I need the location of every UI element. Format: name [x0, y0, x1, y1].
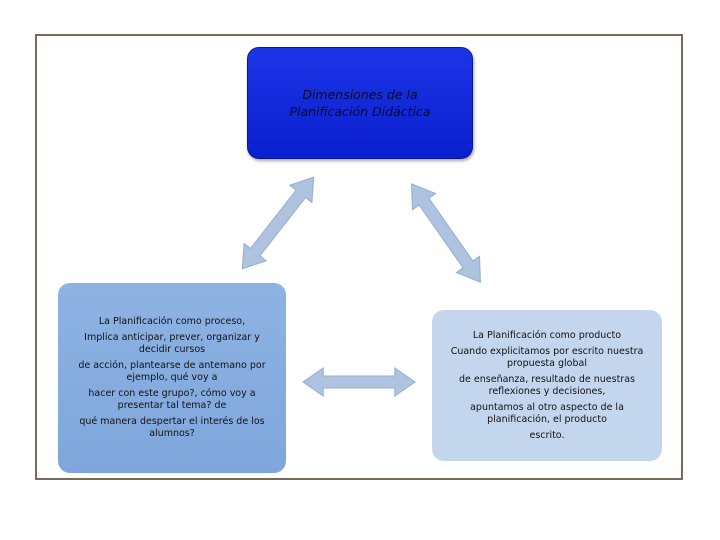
process-line-1: La Planificación como proceso, — [98, 316, 246, 327]
process-line-3: de acción, plantearse de antemano por ej… — [78, 360, 266, 383]
product-line-5: escrito. — [529, 429, 565, 441]
process-line-4: hacer con este grupo?, cómo voy a presen… — [88, 388, 256, 411]
double-arrow-right — [399, 175, 493, 291]
process-line-2: Implica anticipar, prever, organizar y d… — [84, 332, 260, 355]
dimensions-title: Dimensiones de la Planificación Didáctic… — [289, 87, 431, 119]
product-line-1: La Planificación como producto — [472, 329, 622, 341]
dimensions-title-box: Dimensiones de la Planificación Didáctic… — [247, 47, 473, 159]
process-line-5: qué manera despertar el interés de los a… — [79, 416, 265, 439]
product-box: La Planificación como producto Cuando ex… — [432, 310, 662, 461]
product-line-4: apuntamos al otro aspecto de la planific… — [470, 401, 624, 425]
double-arrow-horizontal — [302, 367, 416, 397]
product-line-2: Cuando explicitamos por escrito nuestra … — [450, 345, 644, 369]
double-arrow-left — [230, 168, 326, 278]
product-line-3: de enseñanza, resultado de nuestras refl… — [459, 373, 635, 397]
process-box: La Planificación como proceso, Implica a… — [58, 283, 286, 473]
